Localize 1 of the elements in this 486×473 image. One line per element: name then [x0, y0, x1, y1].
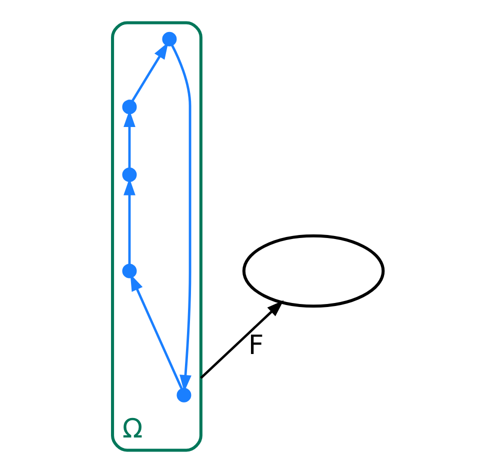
edge-label: F	[248, 330, 264, 362]
